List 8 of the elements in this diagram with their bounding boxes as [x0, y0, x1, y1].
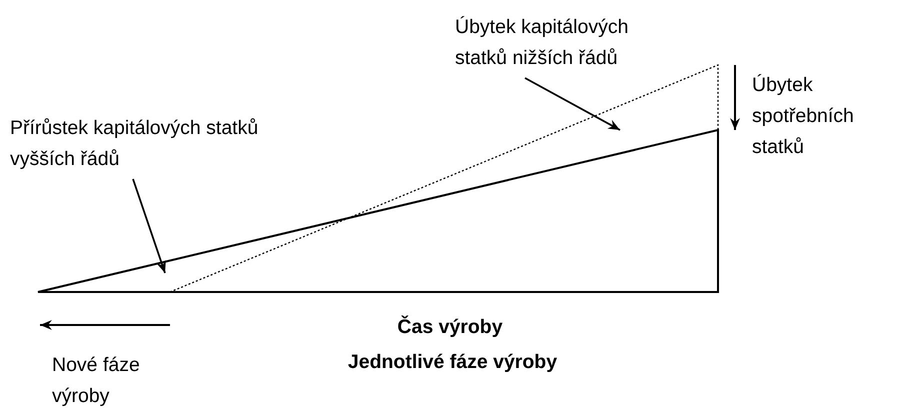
leader-arrow	[524, 77, 620, 131]
axis-title: Jednotlivé fáze výroby	[346, 350, 558, 375]
callout-text: Přírůstek kapitálových statků vyšších řádů	[10, 113, 270, 175]
leader-arrow	[132, 178, 166, 274]
axis-title: Čas výroby	[396, 314, 504, 340]
axis-label: Nové fáze výroby	[52, 353, 141, 409]
axis-label: Úbytek spotřebních statků	[752, 73, 855, 160]
callout-text: Úbytek kapitálových statků nižších řádů	[455, 12, 670, 74]
